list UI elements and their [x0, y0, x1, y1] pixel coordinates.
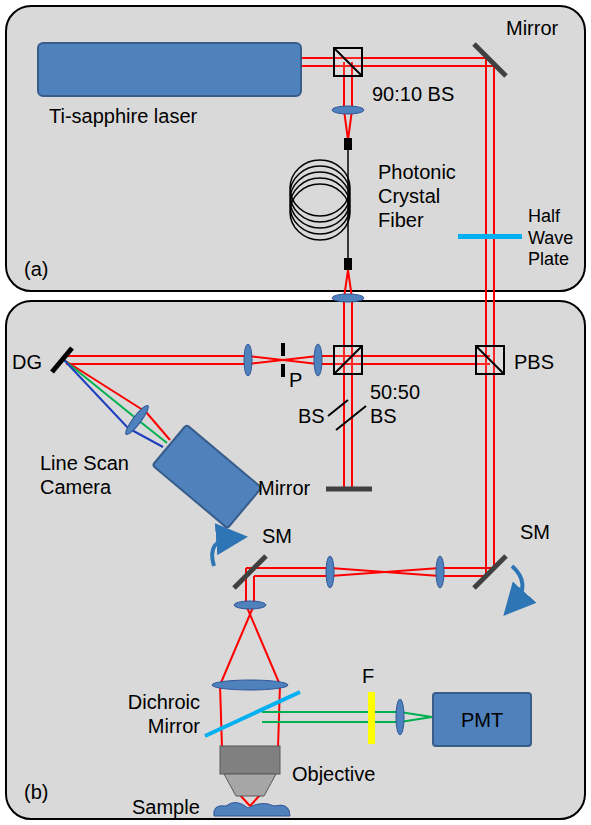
part-label: Mirror [506, 16, 558, 40]
part-label: 50:50 BS [370, 380, 434, 428]
part-label: Mirror [258, 476, 310, 500]
camera-body [151, 423, 263, 529]
part-label: SM [262, 524, 292, 548]
pmt-box: PMT [432, 692, 532, 747]
part-label: DG [12, 350, 42, 374]
laser-box: Ti-sapphire laser [37, 42, 302, 97]
part-label: Objective [292, 762, 375, 786]
node-label: Ti-sapphire laser [49, 104, 197, 128]
node-label: (b) [24, 780, 48, 804]
part-label: Dichroic Mirror [104, 690, 200, 738]
camera-box: Line Scan Camera [157, 449, 257, 504]
part-label: SM [520, 520, 550, 544]
part-label: Half Wave Plate [528, 206, 584, 271]
part-label: BS [298, 404, 325, 428]
part-label: 90:10 BS [372, 82, 454, 106]
part-label: Sample [132, 795, 200, 819]
part-label: Photonic Crystal Fiber [378, 160, 468, 232]
part-label: PBS [514, 350, 554, 374]
part-label: F [362, 664, 374, 688]
part-label: P [289, 368, 302, 392]
node-label: Line Scan Camera [40, 451, 135, 499]
node-label: PMT [434, 708, 530, 732]
panel: (a) Ti-sapphire laser [5, 5, 586, 292]
node-label: (a) [24, 257, 48, 281]
